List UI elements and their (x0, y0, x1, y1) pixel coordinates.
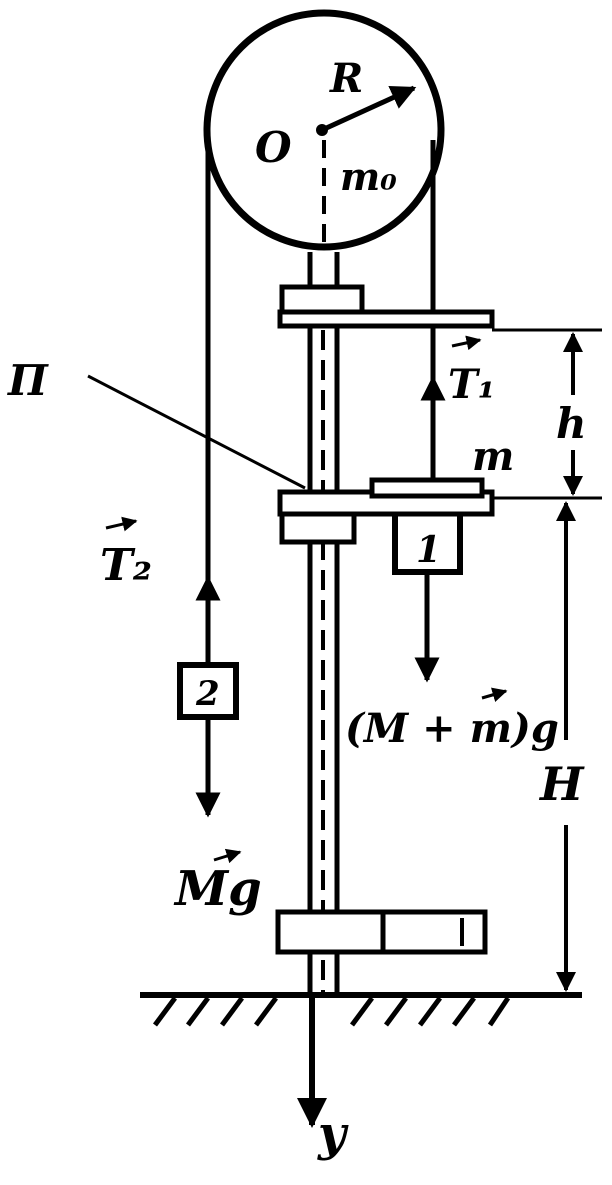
label-catch: П (7, 356, 49, 405)
g2-vector-mark (213, 848, 242, 864)
label-tension-1: T₁ (448, 361, 495, 408)
middle-bracket-block (279, 509, 357, 545)
label-load-2: 2 (195, 674, 220, 714)
label-radius: R (329, 55, 363, 102)
load-2 (177, 662, 239, 720)
t2-vector-mark (105, 516, 138, 532)
label-axis-y: y (317, 1106, 349, 1162)
g1-vector-mark (481, 687, 508, 702)
label-weight-2: Mg (173, 861, 262, 917)
label-center: O (255, 123, 292, 172)
ground-hatching (152, 996, 511, 1027)
label-height-H: H (538, 757, 585, 811)
label-weight-1: (M + m)g (345, 705, 559, 752)
label-tension-2: T₂ (100, 540, 152, 591)
t1-vector-mark (451, 335, 482, 351)
radius-arrow (320, 85, 417, 133)
top-bracket-platform (277, 309, 495, 329)
overload-m (369, 477, 485, 499)
label-load-1: 1 (416, 529, 441, 571)
label-pulley-mass: m₀ (340, 154, 397, 199)
label-height-h: h (556, 399, 587, 448)
catch-pointer-line (87, 374, 306, 490)
label-mass-m: m (472, 433, 514, 480)
